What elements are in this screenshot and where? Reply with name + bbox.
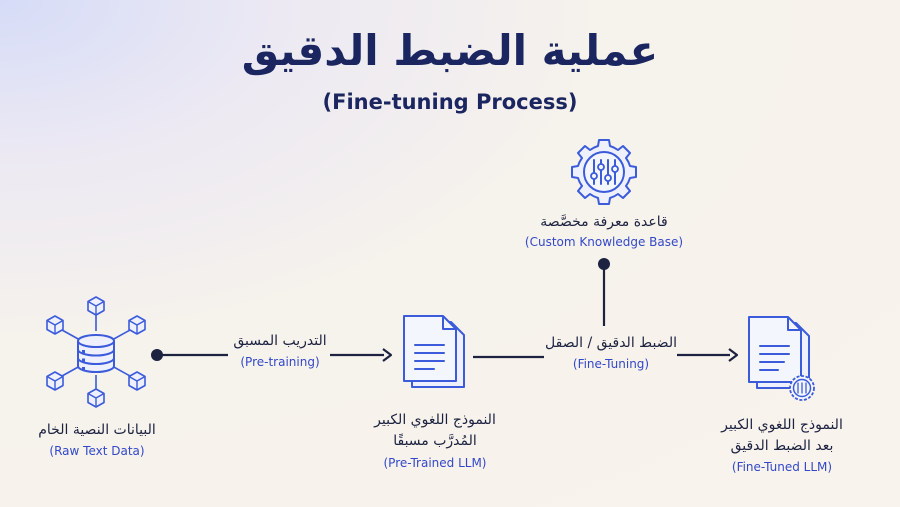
node-label-knowledge-arabic: قاعدة معرفة مخصَّصة — [540, 214, 668, 230]
edge-label-finetuning-arabic: الضبط الدقيق / الصقل — [545, 335, 677, 351]
node-label-pretrained-arabic-line2: المُدرَّب مسبقًا — [393, 433, 477, 449]
node-label-raw-data-arabic: البيانات النصية الخام — [38, 422, 156, 438]
node-label-raw-data-english: (Raw Text Data) — [49, 444, 145, 458]
edge-label-pretraining-english: (Pre-training) — [240, 355, 320, 369]
diagram-title-english: (Fine-tuning Process) — [322, 90, 578, 114]
edge-label-pretraining-arabic: التدريب المسبق — [233, 333, 327, 349]
gear-sliders-icon — [571, 139, 637, 205]
node-label-pretrained-english: (Pre-Trained LLM) — [383, 456, 487, 470]
document-icon — [403, 315, 465, 388]
database-network-icon — [46, 296, 146, 408]
connector-pretraining — [151, 348, 393, 362]
node-label-pretrained-arabic-line1: النموذج اللغوي الكبير — [374, 412, 496, 428]
node-label-finetuned-arabic-line2: بعد الضبط الدقيق — [730, 438, 834, 454]
edge-label-finetuning-english: (Fine-Tuning) — [572, 357, 650, 371]
connector-finetuning — [473, 258, 739, 362]
node-label-finetuned-english: (Fine-Tuned LLM) — [731, 460, 833, 474]
node-label-finetuned-arabic-line1: النموذج اللغوي الكبير — [721, 417, 843, 433]
document-gear-icon — [748, 316, 815, 401]
node-label-knowledge-english: (Custom Knowledge Base) — [524, 235, 684, 249]
diagram-title-arabic: عملية الضبط الدقيق — [241, 26, 659, 75]
